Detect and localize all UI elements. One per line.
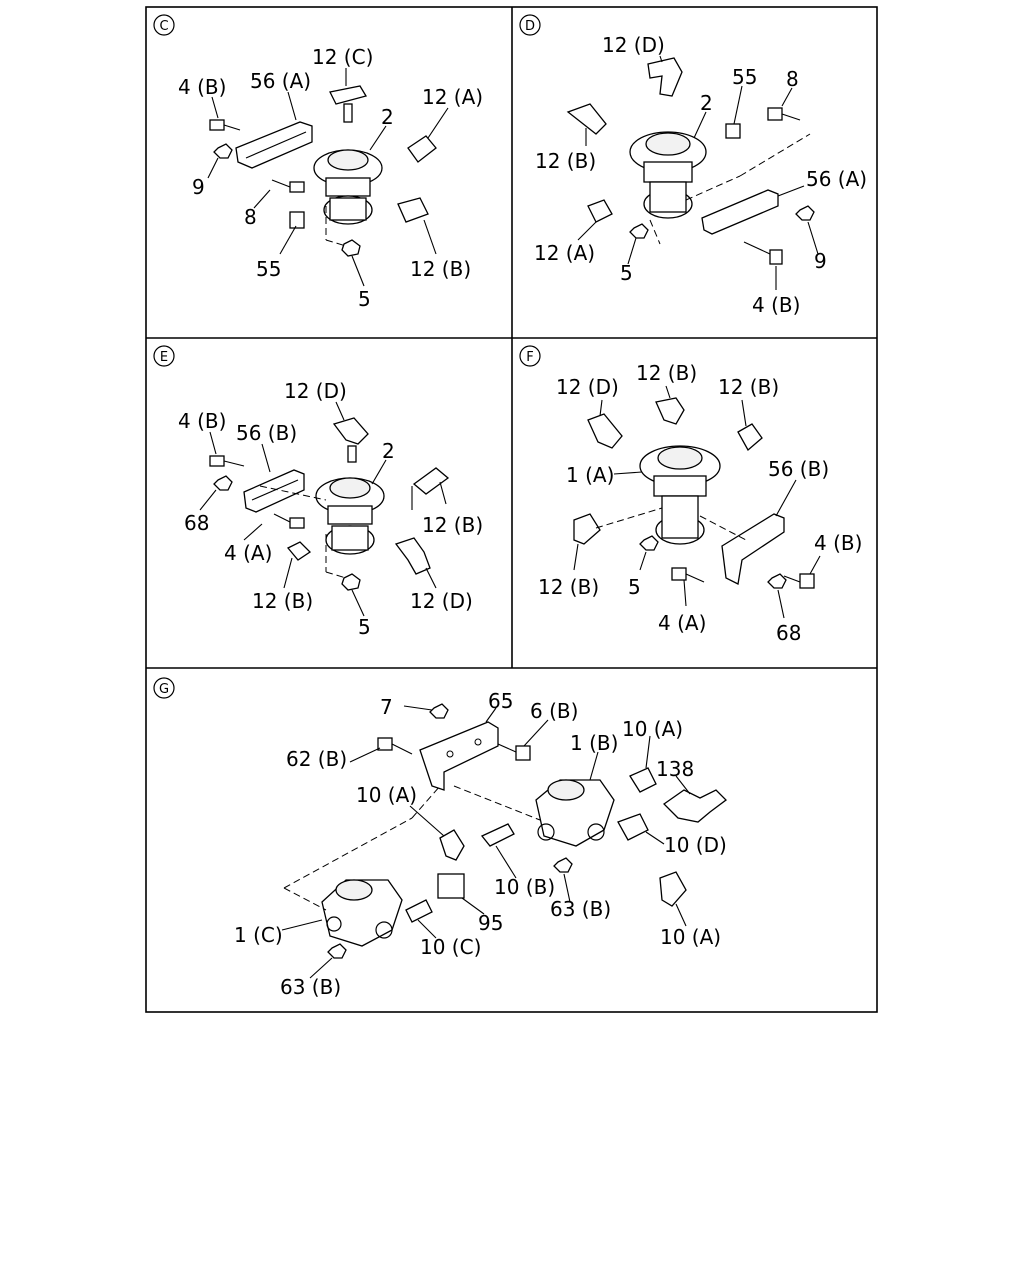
panel-d: D <box>519 14 867 317</box>
callout: 5 <box>628 575 641 599</box>
callout: 1 (A) <box>566 463 614 487</box>
callout: 12 (B) <box>535 149 596 173</box>
callout: 10 (D) <box>664 833 727 857</box>
diagram-frame <box>145 6 878 1013</box>
callout: 12 (D) <box>410 589 473 613</box>
callout: 12 (B) <box>718 375 779 399</box>
svg-text:E: E <box>160 350 168 365</box>
callout: 2 <box>382 439 395 463</box>
panel-d-drawing <box>566 55 819 290</box>
panel-c-callouts: 4 (B) 56 (A) 12 (C) 12 (A) 2 9 8 55 12 (… <box>178 45 483 311</box>
callout: 95 <box>478 911 503 935</box>
callout: 10 (B) <box>494 875 555 899</box>
callout: 68 <box>776 621 801 645</box>
callout: 4 (B) <box>178 75 226 99</box>
callout: 10 (A) <box>622 717 683 741</box>
callout: 10 (A) <box>356 783 417 807</box>
callout: 4 (B) <box>752 293 800 317</box>
callout: 56 (A) <box>806 167 867 191</box>
panel-g-drawing <box>281 703 727 979</box>
callout: 10 (A) <box>660 925 721 949</box>
panel-e-drawing <box>199 401 450 617</box>
panel-e: E <box>153 345 483 639</box>
callout: 1 (B) <box>570 731 618 755</box>
callout: 8 <box>786 67 799 91</box>
callout: 12 (B) <box>252 589 313 613</box>
callout: 138 <box>656 757 694 781</box>
panel-c-badge: C <box>153 14 175 36</box>
panel-c-drawing <box>207 68 449 287</box>
callout: 2 <box>381 105 394 129</box>
callout: 12 (D) <box>556 375 619 399</box>
callout: 65 <box>488 689 513 713</box>
callout: 63 (B) <box>280 975 341 999</box>
panel-f-badge: F <box>519 345 541 367</box>
callout: 7 <box>380 695 393 719</box>
panel-f: F <box>519 345 862 645</box>
callout: 63 (B) <box>550 897 611 921</box>
callout: 4 (B) <box>814 531 862 555</box>
panel-e-callouts: 12 (D) 4 (B) 56 (B) 2 12 (B) 68 4 (A) 12… <box>178 379 483 639</box>
callout: 12 (B) <box>422 513 483 537</box>
panel-f-callouts: 12 (D) 12 (B) 12 (B) 1 (A) 56 (B) 4 (B) … <box>538 361 862 645</box>
callout: 8 <box>244 205 257 229</box>
callout: 56 (B) <box>236 421 297 445</box>
callout: 56 (B) <box>768 457 829 481</box>
callout: 9 <box>814 249 827 273</box>
panel-e-badge: E <box>153 345 175 367</box>
panel-d-callouts: 12 (D) 55 8 2 12 (B) 56 (A) 12 (A) 5 9 4… <box>534 33 867 317</box>
callout: 12 (A) <box>534 241 595 265</box>
callout: 12 (B) <box>636 361 697 385</box>
callout: 56 (A) <box>250 69 311 93</box>
callout: 4 (A) <box>658 611 706 635</box>
callout: 1 (C) <box>234 923 283 947</box>
svg-text:F: F <box>526 350 533 365</box>
panel-f-drawing <box>573 385 821 619</box>
callout: 4 (A) <box>224 541 272 565</box>
callout: 5 <box>358 615 371 639</box>
callout: 68 <box>184 511 209 535</box>
panel-c: C <box>153 14 483 311</box>
svg-text:G: G <box>159 682 169 697</box>
callout: 12 (D) <box>284 379 347 403</box>
callout: 55 <box>732 65 757 89</box>
callout: 12 (C) <box>312 45 373 69</box>
panel-g-callouts: 7 65 6 (B) 1 (B) 10 (A) 138 62 (B) 10 (A… <box>234 689 727 999</box>
callout: 62 (B) <box>286 747 347 771</box>
callout: 5 <box>620 261 633 285</box>
callout: 55 <box>256 257 281 281</box>
panel-g-badge: G <box>153 677 175 699</box>
callout: 9 <box>192 175 205 199</box>
svg-text:C: C <box>159 19 168 34</box>
callout: 12 (B) <box>410 257 471 281</box>
callout: 10 (C) <box>420 935 481 959</box>
callout: 6 (B) <box>530 699 578 723</box>
callout: 12 (A) <box>422 85 483 109</box>
svg-text:D: D <box>525 19 535 34</box>
panel-g: G <box>153 677 727 999</box>
callout: 12 (D) <box>602 33 665 57</box>
callout: 5 <box>358 287 371 311</box>
callout: 4 (B) <box>178 409 226 433</box>
callout: 12 (B) <box>538 575 599 599</box>
callout: 2 <box>700 91 713 115</box>
panel-d-badge: D <box>519 14 541 36</box>
